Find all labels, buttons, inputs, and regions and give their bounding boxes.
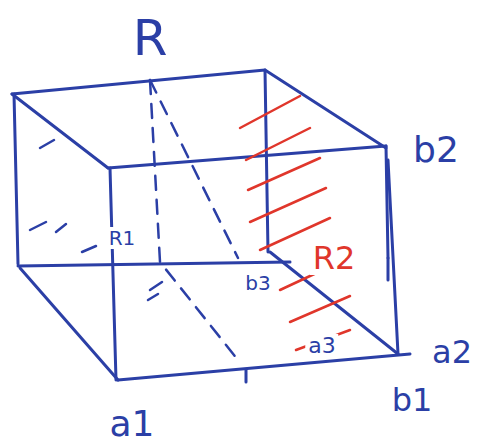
dimension-label: a1	[107, 405, 158, 443]
dimension-label: R2	[310, 241, 359, 275]
dimension-label: R1	[106, 227, 139, 249]
dimension-label: a3	[305, 334, 338, 358]
dimension-label: R	[130, 12, 171, 64]
dimension-label: a2	[429, 335, 475, 369]
dimension-label: b2	[410, 131, 462, 169]
dimension-label: b3	[242, 272, 273, 294]
dimension-label: b1	[389, 383, 436, 417]
